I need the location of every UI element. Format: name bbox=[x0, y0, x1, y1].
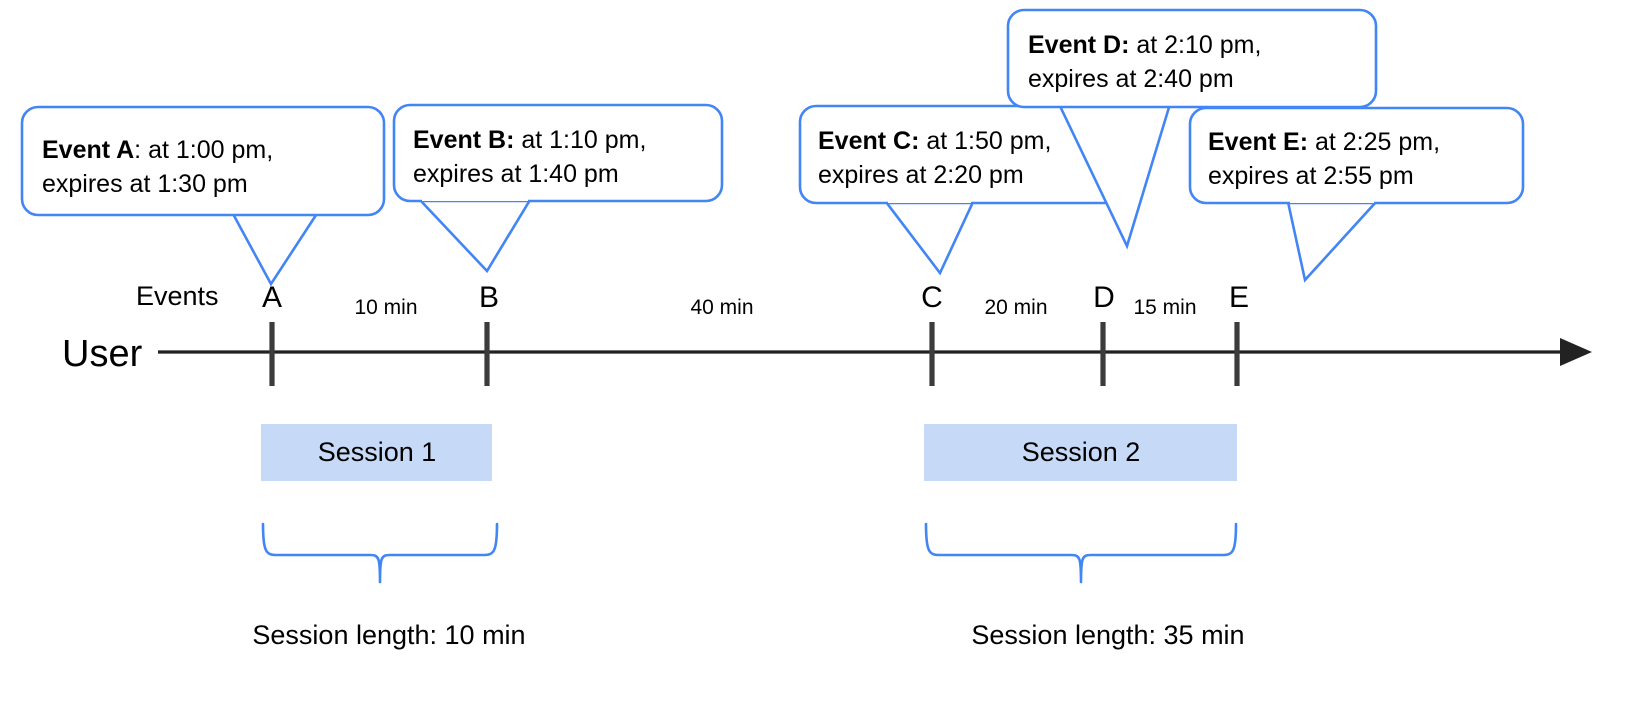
callout-event-c[interactable]: Event C: at 1:50 pm, expires at 2:20 pm bbox=[798, 104, 1142, 276]
callout-e-line2: expires at 2:55 pm bbox=[1208, 162, 1414, 190]
session-label-2: Session 2 bbox=[1022, 437, 1141, 467]
callout-tail-mask-b bbox=[422, 196, 528, 201]
brace-session-1 bbox=[261, 522, 499, 584]
callout-d-rest: at 2:10 pm, bbox=[1136, 31, 1261, 59]
callout-d-sep bbox=[1129, 31, 1136, 59]
callout-a-rest: at 1:00 pm, bbox=[148, 136, 273, 164]
callout-d-line2: expires at 2:40 pm bbox=[1028, 65, 1234, 93]
callout-text-b: Event B: at 1:10 pm, expires at 1:40 pm bbox=[413, 126, 653, 188]
callout-c-sep bbox=[919, 127, 926, 155]
callout-text-a: Event A: at 1:00 pm, expires at 1:30 pm bbox=[42, 136, 280, 198]
callout-a-line2: expires at 1:30 pm bbox=[42, 170, 248, 198]
callout-b-bold: Event B: bbox=[413, 126, 514, 154]
gap-label-c-d: 20 min bbox=[984, 296, 1047, 319]
marker-label-b: B bbox=[479, 281, 499, 314]
callout-e-bold: Event E: bbox=[1208, 128, 1308, 156]
callout-event-d[interactable]: Event D: at 2:10 pm, expires at 2:40 pm bbox=[1006, 8, 1378, 250]
session-label-1: Session 1 bbox=[318, 437, 437, 467]
callout-e-sep bbox=[1308, 128, 1315, 156]
callout-text-c: Event C: at 1:50 pm, expires at 2:20 pm bbox=[818, 127, 1058, 189]
marker-label-a: A bbox=[262, 281, 282, 314]
callout-b-line2: expires at 1:40 pm bbox=[413, 160, 619, 188]
callout-box-d bbox=[1006, 8, 1378, 109]
marker-label-e: E bbox=[1229, 281, 1249, 314]
callout-tail-c bbox=[883, 200, 976, 276]
callout-a-bold: Event A bbox=[42, 136, 134, 164]
callout-box-b bbox=[392, 103, 724, 203]
session-rect-2 bbox=[924, 424, 1237, 481]
callout-b-rest: at 1:10 pm, bbox=[521, 126, 646, 154]
callout-event-a[interactable]: Event A: at 1:00 pm, expires at 1:30 pm bbox=[20, 105, 386, 287]
callout-e-rest: at 2:25 pm, bbox=[1315, 128, 1440, 156]
callout-d-bold: Event D: bbox=[1028, 31, 1129, 59]
callout-tail-b bbox=[416, 198, 533, 274]
callout-text-d: Event D: at 2:10 pm, expires at 2:40 pm bbox=[1028, 31, 1268, 93]
callout-tail-mask-a bbox=[234, 209, 316, 213]
marker-label-c: C bbox=[921, 281, 943, 314]
callout-event-e[interactable]: Event E: at 2:25 pm, expires at 2:55 pm bbox=[1188, 106, 1525, 283]
session-block-2[interactable]: Session 2 bbox=[924, 424, 1237, 481]
callout-tail-e bbox=[1286, 200, 1379, 283]
brace-session-2 bbox=[924, 522, 1238, 584]
callout-box-a bbox=[20, 105, 386, 217]
gap-label-a-b: 10 min bbox=[354, 296, 417, 319]
callout-a-sep: : bbox=[134, 136, 148, 164]
callout-tail-mask-e bbox=[1290, 198, 1374, 203]
callout-c-rest: at 1:50 pm, bbox=[926, 127, 1051, 155]
events-row-label: Events bbox=[136, 281, 219, 311]
callout-c-bold: Event C: bbox=[818, 127, 919, 155]
session-rect-1 bbox=[261, 424, 492, 481]
timeline-arrow-icon bbox=[1560, 338, 1592, 366]
session-block-1[interactable]: Session 1 bbox=[261, 424, 492, 481]
session-length-label-2: Session length: 35 min bbox=[971, 620, 1244, 650]
lane-label-user: User bbox=[62, 333, 143, 375]
callout-b-sep bbox=[514, 126, 521, 154]
callout-tail-a bbox=[229, 210, 321, 287]
callout-event-b[interactable]: Event B: at 1:10 pm, expires at 1:40 pm bbox=[392, 103, 724, 274]
callout-tail-mask-c bbox=[888, 198, 971, 203]
gap-label-b-c: 40 min bbox=[690, 296, 753, 319]
marker-label-d: D bbox=[1093, 281, 1115, 314]
callout-tail-mask-d bbox=[1061, 100, 1168, 105]
gap-label-d-e: 15 min bbox=[1133, 296, 1196, 319]
session-length-label-1: Session length: 10 min bbox=[252, 620, 525, 650]
callout-c-line2: expires at 2:20 pm bbox=[818, 161, 1024, 189]
callout-text-e: Event E: at 2:25 pm, expires at 2:55 pm bbox=[1208, 128, 1447, 190]
